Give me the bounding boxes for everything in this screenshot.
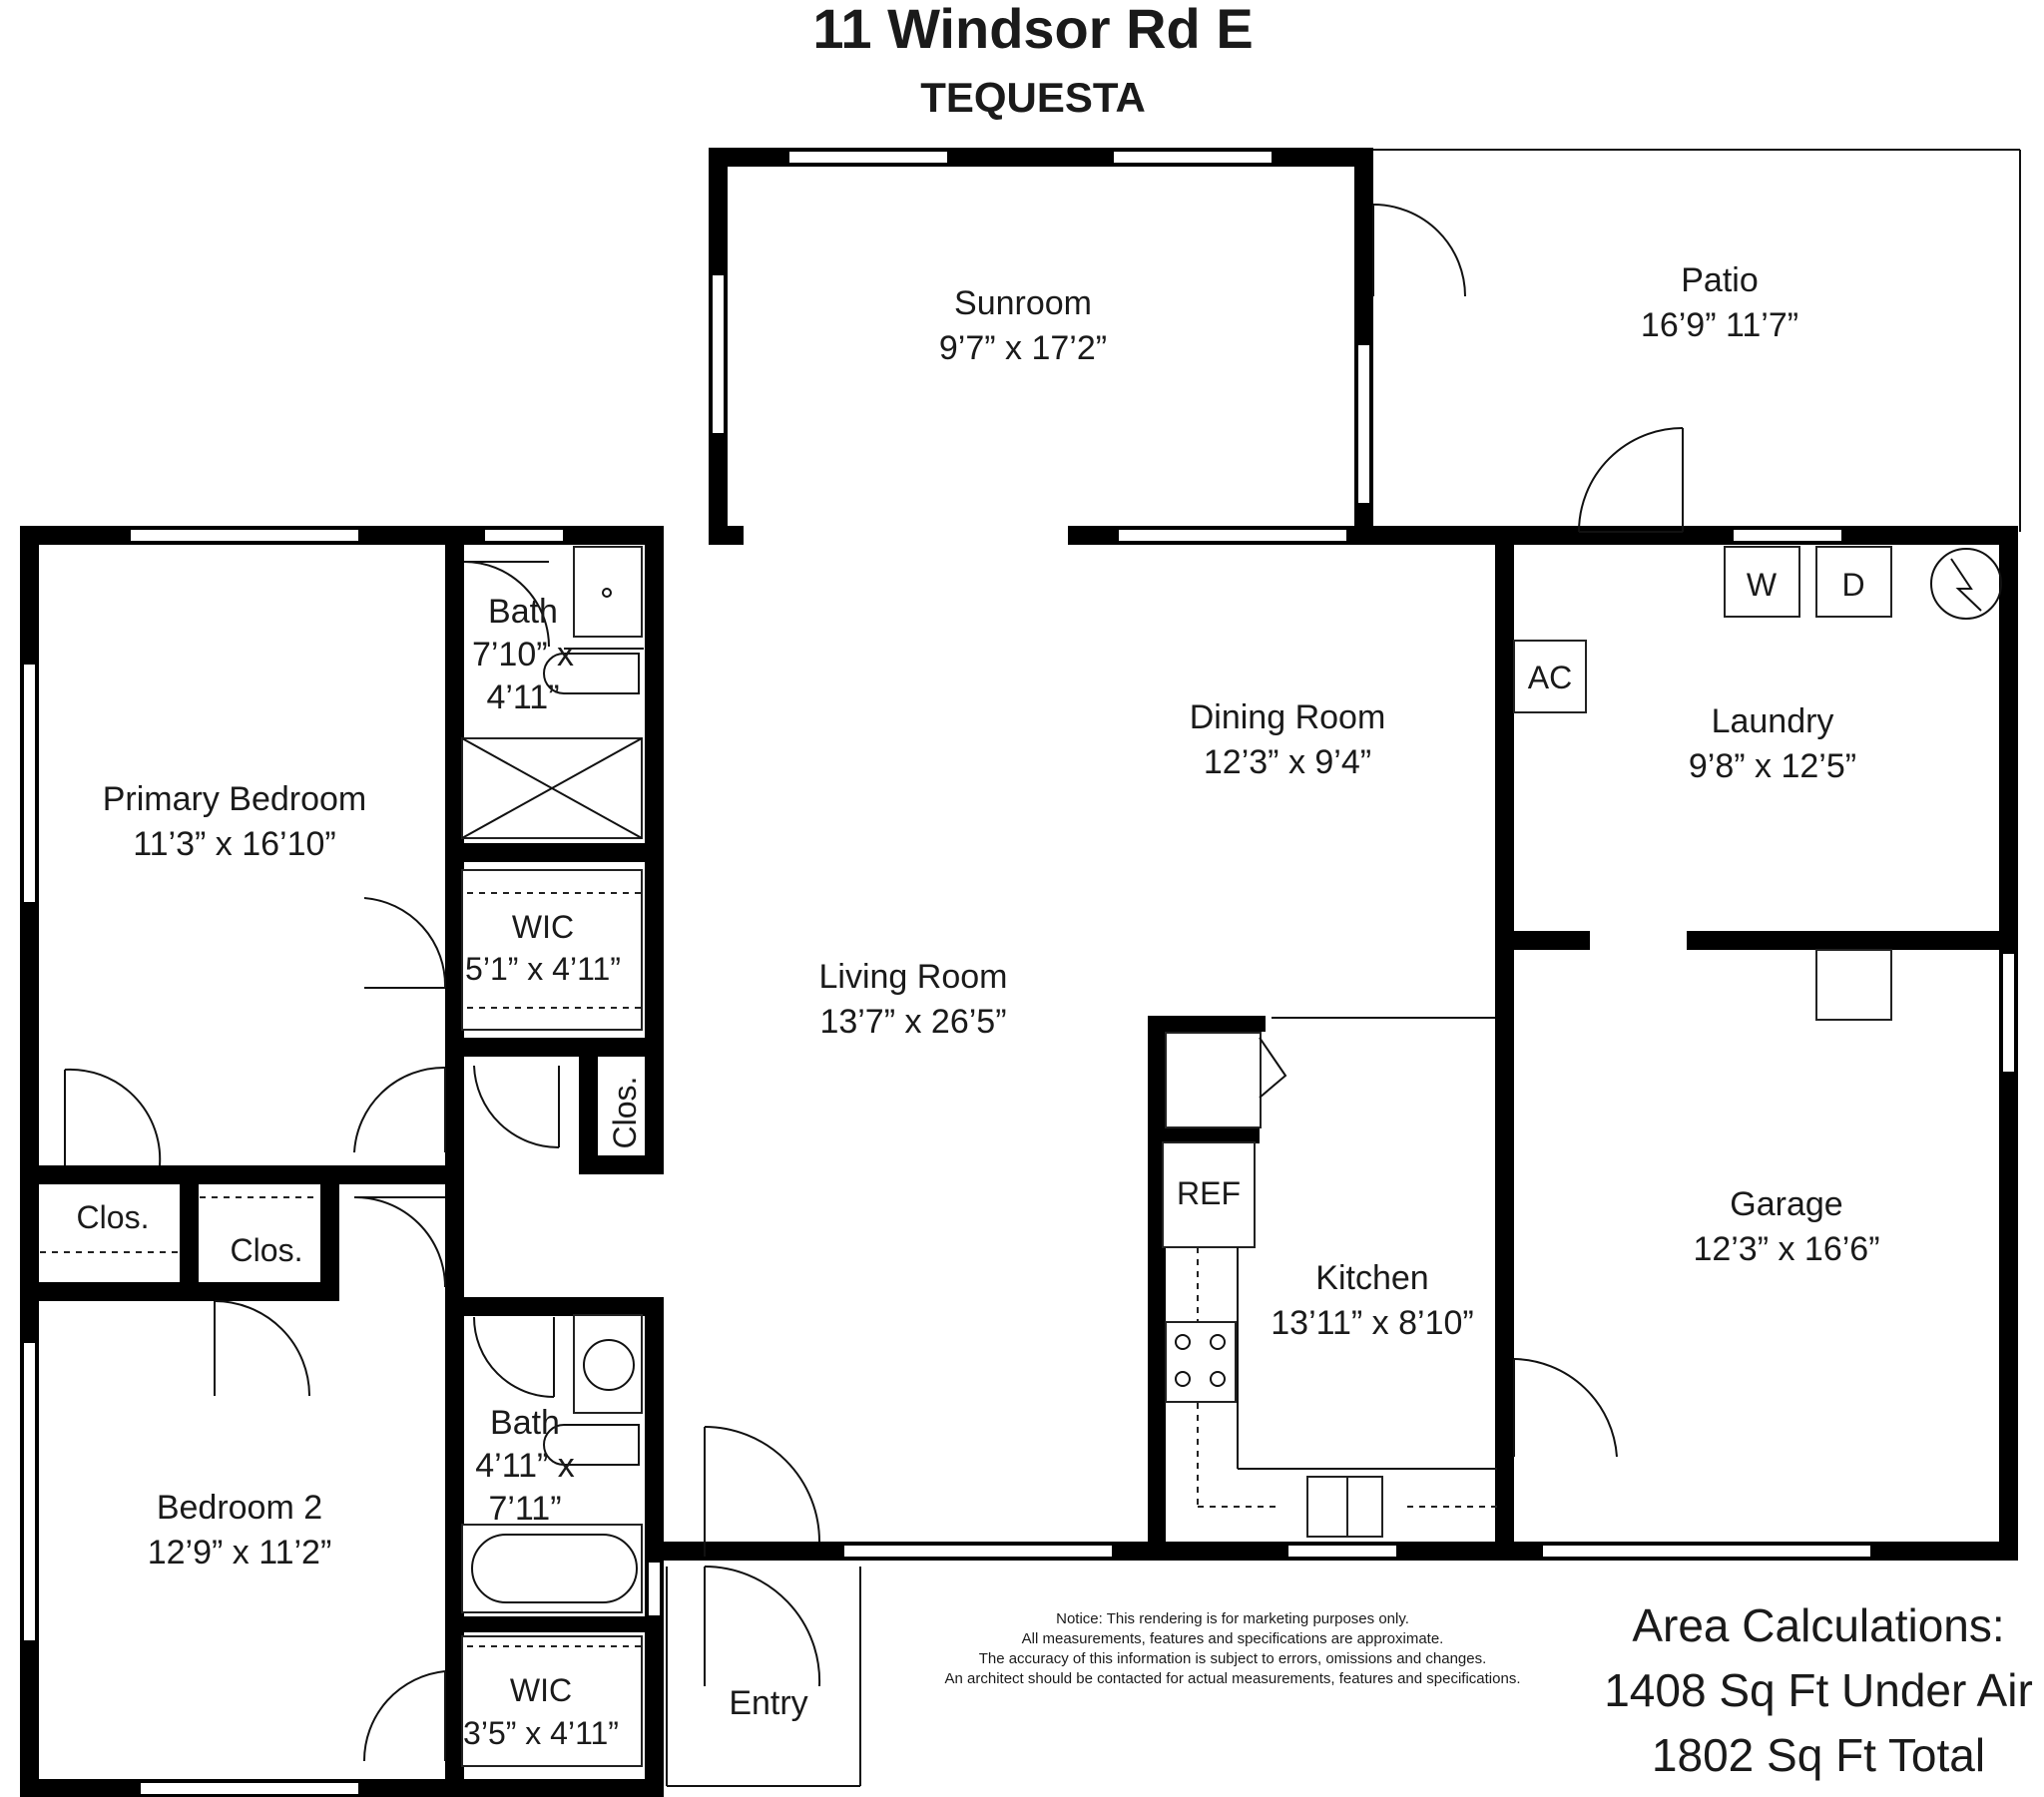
bedroom2-dims: 12’9” x 11’2” [148, 1534, 332, 1572]
disclaimer-notice: Notice: This rendering is for marketing … [945, 1610, 1521, 1687]
patio-dims: 16’9” 11’7” [1641, 306, 1798, 344]
hall-closet-label: Clos. [607, 1077, 643, 1149]
kitchen-dims: 13’11” x 8’10” [1271, 1304, 1474, 1342]
bath2-dims-1: 4’11” x [475, 1447, 575, 1485]
laundry-dims: 9’8” x 12’5” [1689, 747, 1856, 785]
bath1-dims-2: 4’11” [486, 678, 559, 716]
water-heater-icon [1930, 548, 2002, 620]
bath1-label: Bath [488, 593, 558, 631]
plan-subtitle: TEQUESTA [920, 74, 1146, 121]
bath2-label: Bath [490, 1404, 560, 1442]
wic1-label: WIC [512, 909, 574, 945]
plan-title: 11 Windsor Rd E [812, 0, 1253, 60]
garage-label: Garage [1730, 1185, 1842, 1223]
fixtures: W D AC REF [40, 546, 2002, 1767]
primary-bedroom-label: Primary Bedroom [103, 780, 367, 818]
primary-bedroom-dims: 11’3” x 16’10” [133, 825, 336, 863]
area-total: 1802 Sq Ft Total [1652, 1729, 1985, 1781]
kitchen-label: Kitchen [1315, 1259, 1428, 1297]
room-labels: Sunroom 9’7” x 17’2” Patio 16’9” 11’7” B… [77, 261, 1880, 1751]
area-heading: Area Calculations: [1632, 1599, 2004, 1651]
dining-room-dims: 12’3” x 9’4” [1204, 743, 1371, 781]
entry-label: Entry [729, 1684, 807, 1722]
wic1-dims: 5’1” x 4’11” [465, 951, 621, 987]
closet-a-label: Clos. [77, 1199, 150, 1235]
entry-outline [666, 1567, 861, 1787]
dining-room-label: Dining Room [1190, 698, 1386, 736]
area-under-air: 1408 Sq Ft Under Air [1604, 1664, 2033, 1716]
sunroom-dims: 9’7” x 17’2” [939, 329, 1107, 367]
closet-b-label: Clos. [231, 1232, 303, 1268]
wic2-label: WIC [510, 1672, 572, 1708]
washer-label: W [1747, 567, 1778, 603]
notice-line-3: The accuracy of this information is subj… [979, 1650, 1487, 1667]
windows [22, 150, 2016, 1796]
dryer-label: D [1841, 567, 1864, 603]
bath1-dims-1: 7’10” x [472, 636, 574, 674]
garage-dims: 12’3” x 16’6” [1693, 1230, 1879, 1268]
ref-label: REF [1177, 1175, 1241, 1211]
notice-line-4: An architect should be contacted for act… [945, 1670, 1521, 1687]
wic2-dims: 3’5” x 4’11” [463, 1715, 619, 1751]
area-calculations: Area Calculations: 1408 Sq Ft Under Air … [1604, 1599, 2033, 1781]
sunroom-label: Sunroom [954, 284, 1092, 322]
doors [64, 204, 1684, 1762]
patio-label: Patio [1681, 261, 1759, 299]
laundry-label: Laundry [1712, 702, 1834, 740]
notice-line-2: All measurements, features and specifica… [1022, 1630, 1444, 1647]
patio-outline [1369, 149, 2021, 532]
living-room-label: Living Room [819, 958, 1008, 996]
living-room-dims: 13’7” x 26’5” [819, 1003, 1006, 1041]
notice-line-1: Notice: This rendering is for marketing … [1056, 1610, 1409, 1627]
bath2-dims-2: 7’11” [488, 1490, 561, 1528]
bedroom2-label: Bedroom 2 [157, 1489, 322, 1527]
ac-label: AC [1528, 660, 1572, 695]
